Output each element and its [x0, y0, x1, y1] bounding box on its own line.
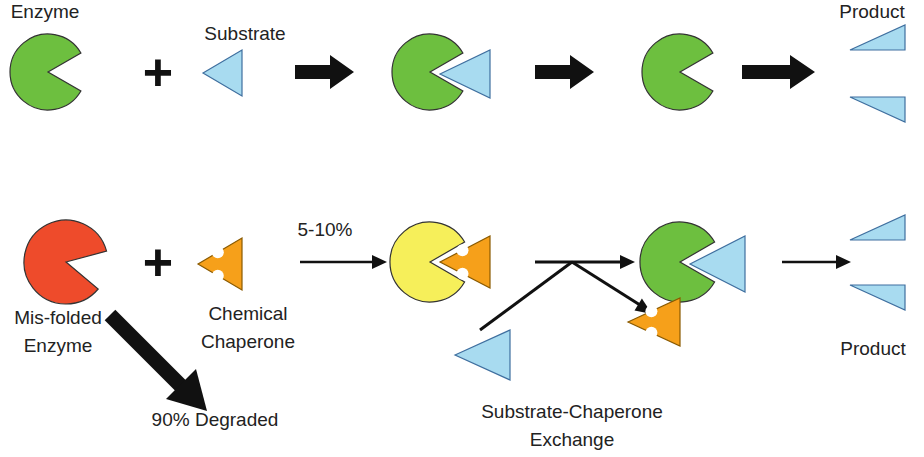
percent-label: 5-10% [280, 216, 370, 244]
exchange-line [535, 261, 622, 264]
substrate-shape [690, 236, 745, 292]
substrate-node: Substrate [195, 18, 295, 103]
substrate-shape [455, 330, 510, 380]
exchange-line [572, 262, 640, 305]
reaction-arrow [535, 55, 594, 89]
process-label: Substrate-Chaperone Exchange [470, 398, 675, 454]
node-shape [850, 97, 905, 122]
node-shape [198, 238, 242, 290]
degradation-arrow [110, 315, 184, 389]
reaction-arrow [742, 55, 815, 89]
node-shape [850, 285, 905, 310]
arrow-head [836, 255, 851, 269]
arrow-head [166, 369, 207, 411]
percent-label: 90% Degraded [130, 406, 300, 434]
node-shape [203, 50, 242, 96]
arrow-head [372, 255, 387, 269]
plus-sign: + [133, 44, 183, 100]
chaperone-node: Chemical Chaperone [185, 230, 310, 358]
chaperone-notch [645, 327, 657, 339]
chaperone-notch [212, 270, 224, 282]
reaction-arrow [782, 261, 838, 264]
chaperone-notch [457, 268, 469, 280]
node-shape [850, 25, 905, 50]
enzyme-shape [642, 34, 713, 110]
chaperone-shape [440, 236, 490, 288]
chaperone-notch [212, 246, 224, 258]
misfolded-enzyme-node: Mis-folded Enzyme [5, 215, 135, 365]
plus-sign: + [133, 234, 183, 290]
chaperone-shape [628, 298, 680, 346]
node-shape [850, 215, 905, 240]
substrate-shape [440, 50, 490, 98]
reaction-arrow [295, 55, 354, 89]
product-node: Product [840, 205, 920, 365]
exchange-line [480, 262, 572, 330]
node-label: Mis-folded Enzyme [3, 304, 113, 360]
enzyme-node: Enzyme [0, 0, 100, 112]
node-shape [10, 34, 81, 110]
arrow-head [620, 255, 635, 269]
reaction-arrow [300, 261, 374, 264]
node-shape [24, 220, 107, 304]
chaperone-notch [457, 244, 469, 256]
node-label: Substrate [195, 20, 295, 48]
node-label: Product [828, 335, 918, 363]
chaperone-notch [645, 305, 657, 317]
node-label: Enzyme [0, 0, 95, 26]
node-label: Chemical Chaperone [188, 300, 308, 356]
node-label: Product [827, 0, 917, 26]
product-node: Product [840, 0, 920, 130]
